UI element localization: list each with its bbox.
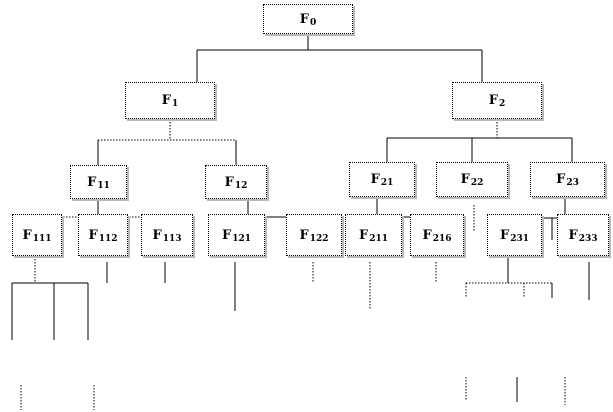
node-f233-letter: F <box>568 227 578 243</box>
node-f111-letter: F <box>22 227 32 243</box>
node-f1-index: 1 <box>171 99 179 109</box>
node-f233-index: 233 <box>578 233 598 244</box>
node-f21-letter: F <box>370 172 380 187</box>
node-f216-letter: F <box>422 227 432 243</box>
node-f122-index: 122 <box>309 233 329 244</box>
node-f211-index: 211 <box>369 233 389 244</box>
node-f12-letter: F <box>224 174 234 190</box>
node-f21-index: 21 <box>380 178 394 188</box>
node-f2-letter: F <box>488 93 498 108</box>
node-f23-index: 23 <box>566 178 579 188</box>
node-f231-letter: F <box>499 227 510 243</box>
node-f122-letter: F <box>299 227 309 243</box>
node-f1-letter: F <box>161 93 171 108</box>
node-f23-letter: F <box>556 172 566 187</box>
node-f0-letter: F <box>299 11 309 27</box>
node-f113-index: 113 <box>162 233 182 244</box>
node-f113-letter: F <box>152 227 162 243</box>
node-f22-letter: F <box>460 172 470 187</box>
node-f111-index: 111 <box>32 233 52 244</box>
node-f112-index: 112 <box>98 233 118 244</box>
node-f231-index: 231 <box>510 233 530 244</box>
node-f2-index: 2 <box>498 99 506 109</box>
node-f121-letter: F <box>221 227 232 243</box>
node-f11-index: 11 <box>97 180 110 191</box>
node-f112-letter: F <box>88 227 98 243</box>
node-f216-index: 216 <box>432 233 452 244</box>
node-f12-index: 12 <box>234 180 248 191</box>
node-f121-index: 121 <box>232 233 252 244</box>
node-f211-letter: F <box>358 227 369 243</box>
node-f0-index: 0 <box>309 17 317 28</box>
node-f22-index: 22 <box>470 178 484 188</box>
node-f11-letter: F <box>87 174 97 190</box>
